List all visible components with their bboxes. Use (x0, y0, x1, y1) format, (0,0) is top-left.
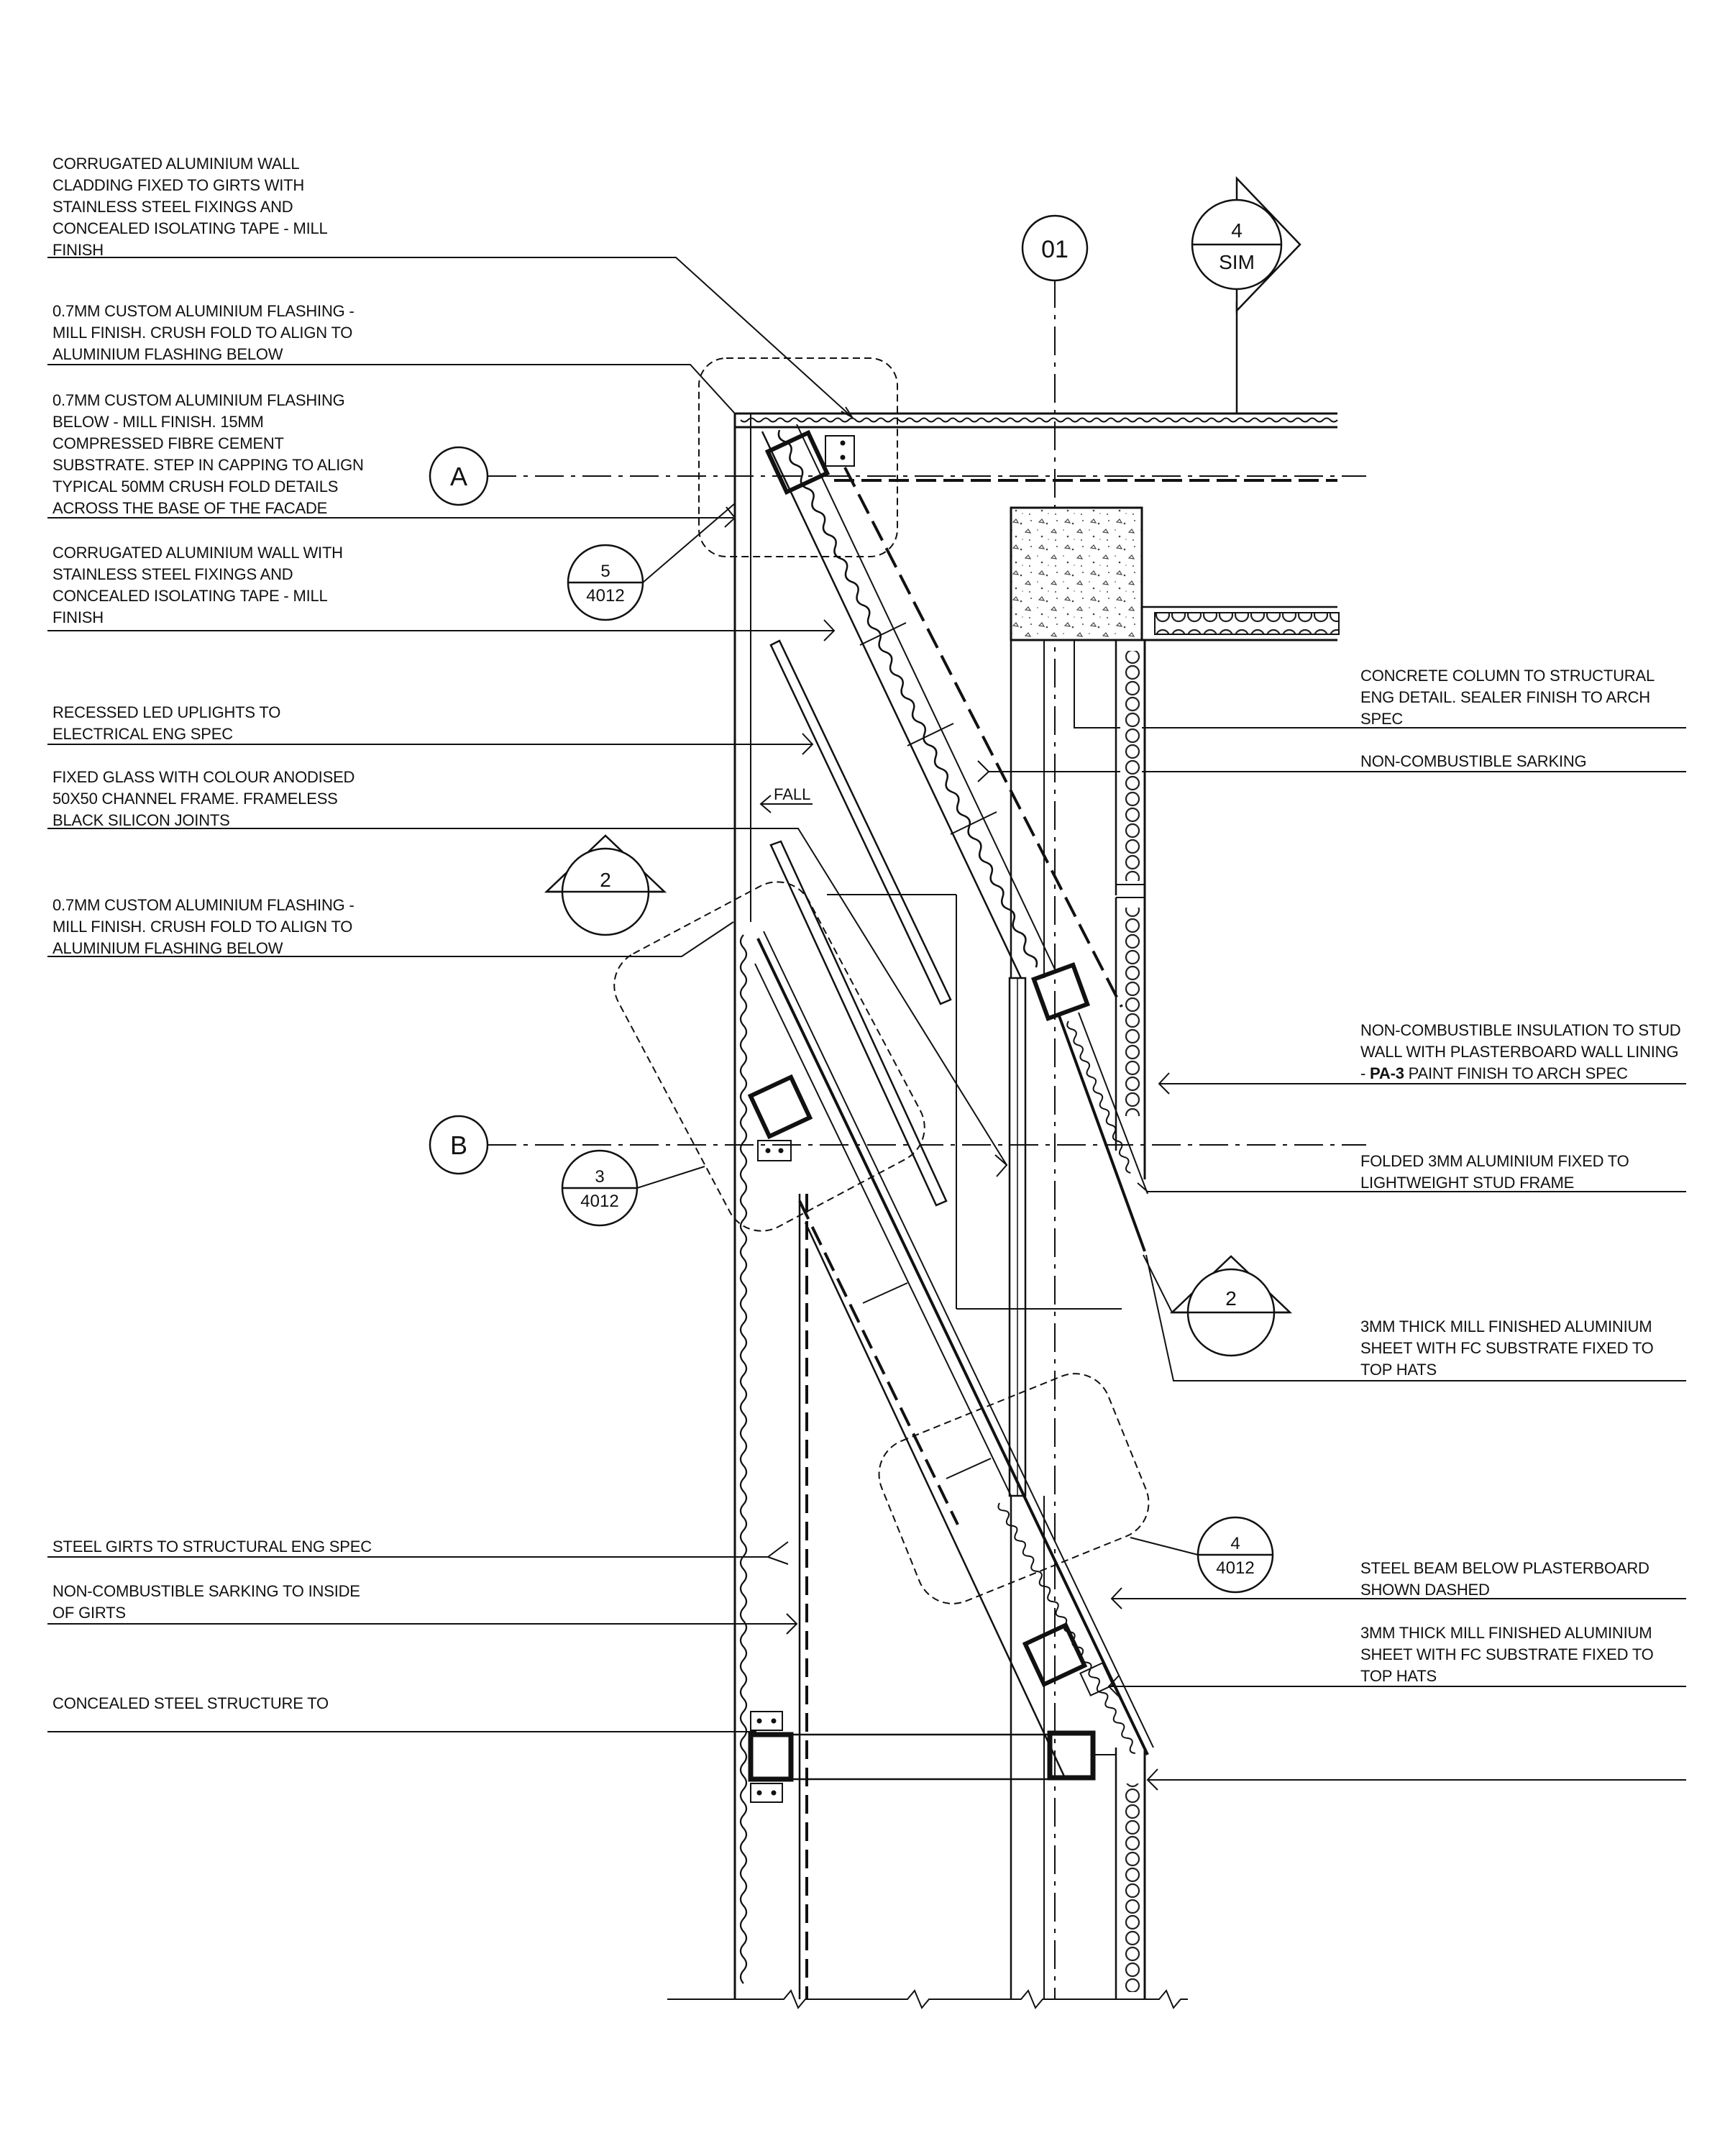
right-stud-wall (1115, 640, 1146, 1999)
led-uplight-glass (769, 639, 952, 1207)
fall-label: FALL (774, 785, 810, 803)
detail-3-number: 3 (595, 1167, 604, 1187)
note-steel-beam: STEEL BEAM BELOW PLASTERBOARD SHOWN DASH… (1360, 1559, 1649, 1599)
note-led-uplights: RECESSED LED UPLIGHTS TO ELECTRICAL ENG … (52, 703, 281, 743)
upper-sloped-facade (761, 424, 1123, 1008)
detail-bubble-5 (567, 544, 644, 621)
detail-callout-boundaries (613, 357, 1150, 1604)
upper-steel-box (764, 429, 855, 495)
vertical-glazing (1008, 977, 1027, 1497)
middle-wall (1010, 640, 1045, 1999)
left-leader-lines (47, 257, 1007, 1732)
grid-marker-label: 01 (1041, 236, 1069, 263)
mid-steel-box (1030, 961, 1091, 1022)
section-marker-number: 4 (1231, 219, 1243, 242)
elevation-marker-upper-label: 2 (600, 869, 611, 891)
note-aluminium-sheet-lower: 3mm THICK MILL FINISHED ALUMINIUM SHEET … (1360, 1624, 1654, 1685)
elevation-marker-upper (544, 834, 667, 936)
paint-code: PA-3 (1370, 1064, 1404, 1082)
note-concealed-steel: CONCEALED STEEL STRUCTURE TO (52, 1694, 329, 1712)
lower-steel-boxes (747, 1074, 1114, 1696)
note-custom-flashing-top: 0.7mm CUSTOM ALUMINIUM FLASHING - MILL F… (52, 302, 354, 363)
note-corrugated-cladding: CORRUGATED ALUMINIUM WALL CLADDING FIXED… (52, 155, 328, 259)
bottom-break-line (667, 1989, 1188, 2009)
section-marker-sheet: SIM (1219, 251, 1255, 273)
lower-sloped-facade (754, 931, 1154, 1777)
detail-4-sheet: 4012 (1216, 1558, 1254, 1578)
detail-4-number: 4 (1230, 1534, 1240, 1553)
note-concrete-column: CONCRETE COLUMN TO STRUCTURAL ENG DETAIL… (1360, 667, 1655, 728)
detail-bubble-3 (561, 1149, 639, 1227)
section-marker (1191, 175, 1301, 414)
detail-5-number: 5 (600, 562, 610, 581)
detail-5-sheet: 4012 (586, 586, 624, 606)
note-steel-girts: STEEL GIRTS TO STRUCTURAL ENG SPEC (52, 1538, 372, 1556)
note-insulation-stud-wall: NON-COMBUSTIBLE INSULATION TO STUD WALL … (1360, 1021, 1681, 1082)
right-leader-lines (977, 634, 1686, 1791)
note-sarking: NON-COMBUSTIBLE SARKING (1360, 752, 1587, 770)
concrete-column (1010, 506, 1143, 641)
level-marker-b: B (450, 1130, 467, 1160)
left-outer-wall (733, 414, 808, 1999)
elevation-marker-lower (1169, 1255, 1293, 1357)
note-custom-flashing-mid: 0.7mm CUSTOM ALUMINIUM FLASHING - MILL F… (52, 896, 354, 957)
detail-bubble-4 (1196, 1516, 1274, 1594)
concealed-steel-structure (748, 1711, 1116, 1803)
note-aluminium-sheet-upper: 3mm THICK MILL FINISHED ALUMINIUM SHEET … (1360, 1317, 1654, 1379)
elevation-marker-lower-label: 2 (1225, 1287, 1237, 1310)
note-sarking-inside-girts: NON-COMBUSTIBLE SARKING TO INSIDE OF GIR… (52, 1582, 360, 1622)
note-corrugated-wall: CORRUGATED ALUMINIUM WALL WITH STAINLESS… (52, 544, 343, 626)
level-marker-a: A (450, 462, 467, 491)
detail-3-sheet: 4012 (580, 1192, 618, 1211)
note-folded-aluminium: FOLDED 3mm ALUMINIUM FIXED TO LIGHTWEIGH… (1360, 1152, 1629, 1192)
note-fixed-glass: FIXED GLASS WITH COLOUR ANODISED 50x50 C… (52, 768, 355, 829)
leader-arrowheads (724, 406, 1008, 1635)
note-flashing-below: 0.7mm CUSTOM ALUMINIUM FLASHING BELOW - … (52, 391, 364, 517)
